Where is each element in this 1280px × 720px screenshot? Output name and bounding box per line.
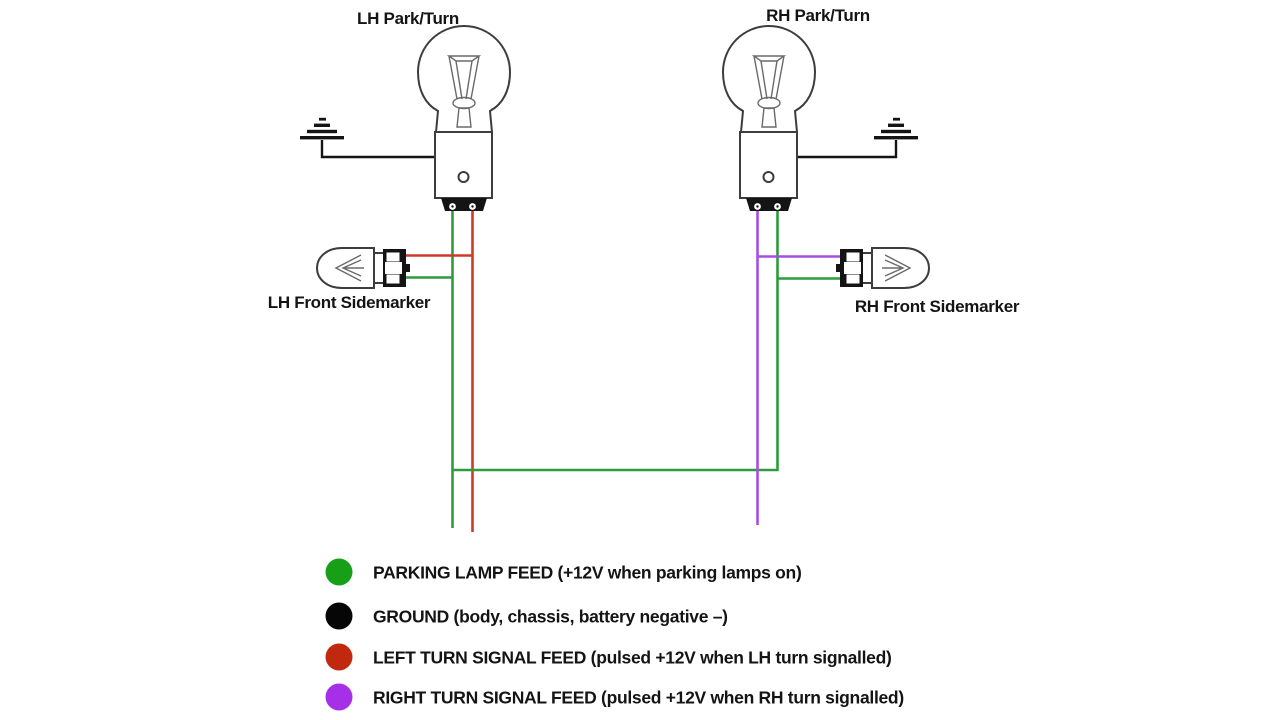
ground-bar (307, 129, 337, 134)
rh-sidemarker-label: RH Front Sidemarker (855, 297, 1020, 316)
lh-sidemarker-bulb (315, 247, 410, 289)
ground-bar (319, 117, 326, 121)
legend-item-parking-lamp-feed: PARKING LAMP FEED (+12V when parking lam… (325, 558, 802, 586)
bulb-base (434, 131, 493, 199)
bulb-globe (416, 24, 512, 133)
ground-bar (893, 117, 900, 121)
sidemarker-collar (861, 252, 873, 284)
rh-ground-wire (782, 140, 898, 159)
legend-item-right-turn: RIGHT TURN SIGNAL FEED (pulsed +12V when… (325, 683, 904, 711)
bulb-filament (761, 107, 777, 128)
sidemarker-nub (404, 264, 410, 272)
bulb-terminal-dot (471, 205, 474, 208)
bulb-globe (721, 24, 817, 133)
legend-dot-ground (325, 602, 353, 630)
wire-rh-parking-feed-and-connector (452, 209, 779, 472)
ground-bar (881, 129, 911, 134)
rh-ground-symbol (782, 117, 918, 159)
sidemarker-terminal (846, 252, 860, 262)
bulb-socket (441, 198, 487, 211)
rh-sidemarker-bulb (836, 247, 931, 289)
legend-item-ground: GROUND (body, chassis, battery negative … (325, 602, 728, 630)
legend-label-parking: PARKING LAMP FEED (+12V when parking lam… (373, 563, 801, 583)
sidemarker-terminal (386, 274, 400, 284)
legend-dot-parking (325, 558, 353, 586)
rh-park-turn-bulb (721, 24, 817, 211)
legend-item-left-turn: LEFT TURN SIGNAL FEED (pulsed +12V when … (325, 643, 892, 671)
sidemarker-terminal (846, 274, 860, 284)
legend-dot-left-turn (325, 643, 353, 671)
ground-bar (314, 123, 330, 127)
bulb-socket (746, 198, 792, 211)
bulb-filament (448, 55, 480, 100)
sidemarker-filament (884, 254, 912, 282)
sidemarker-wedge (844, 262, 861, 274)
bulb-terminal-dot (756, 205, 759, 208)
bulb-base-pin (457, 171, 470, 183)
bulb-terminal-dot (776, 205, 779, 208)
legend: PARKING LAMP FEED (+12V when parking lam… (325, 558, 904, 711)
bulb-base (739, 131, 798, 199)
bulb-base-pin (762, 171, 775, 183)
lh-ground-symbol (300, 117, 453, 159)
ground-bar (300, 136, 344, 140)
ground-bar (874, 136, 918, 140)
sidemarker-collar (373, 252, 385, 284)
legend-label-ground: GROUND (body, chassis, battery negative … (373, 607, 728, 627)
lh-sidemarker-label: LH Front Sidemarker (268, 293, 431, 312)
bulb-terminal-dot (451, 205, 454, 208)
ground-bar (888, 123, 904, 127)
legend-label-right-turn: RIGHT TURN SIGNAL FEED (pulsed +12V when… (373, 688, 904, 708)
bulb-filament (753, 55, 785, 100)
lh-ground-wire (320, 140, 453, 159)
lh-bulb-title: LH Park/Turn (357, 9, 459, 28)
legend-dot-right-turn (325, 683, 353, 711)
rh-bulb-title: RH Park/Turn (766, 6, 870, 25)
sidemarker-filament (882, 259, 905, 277)
sidemarker-nub (836, 264, 842, 272)
bulb-filament (456, 107, 472, 128)
sidemarker-terminal (386, 252, 400, 262)
wires (400, 209, 843, 532)
lh-park-turn-bulb (416, 24, 512, 211)
sidemarker-filament (341, 259, 364, 277)
sidemarker-wedge (385, 262, 402, 274)
legend-label-left-turn: LEFT TURN SIGNAL FEED (pulsed +12V when … (373, 648, 892, 668)
sidemarker-filament (334, 254, 362, 282)
